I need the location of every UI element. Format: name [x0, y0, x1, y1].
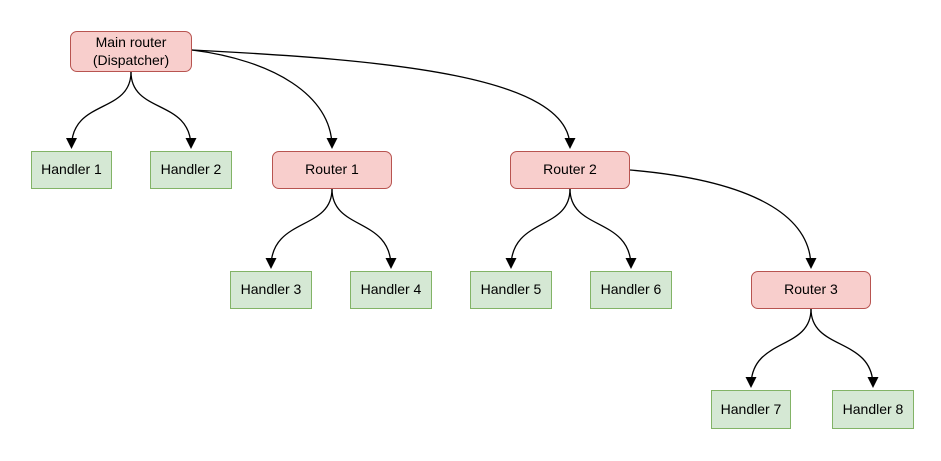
edge-router-2-handler-6 — [569, 188, 637, 269]
edge-main-router-router-1 — [191, 49, 338, 149]
node-handler-3: Handler 3 — [230, 271, 312, 309]
edge-main-router-router-2 — [191, 49, 576, 149]
node-handler-2: Handler 2 — [150, 151, 232, 189]
node-handler-8: Handler 8 — [832, 390, 914, 429]
node-handler-6: Handler 6 — [590, 271, 672, 309]
node-router-2: Router 2 — [510, 151, 630, 189]
node-handler-5: Handler 5 — [470, 271, 552, 309]
node-router-1: Router 1 — [272, 151, 392, 189]
edge-main-router-handler-1 — [66, 71, 132, 149]
edge-router-3-handler-8 — [810, 308, 879, 388]
node-handler-1: Handler 1 — [31, 151, 112, 189]
edge-router-1-handler-3 — [265, 188, 333, 269]
edge-router-2-handler-5 — [505, 188, 571, 269]
node-handler-7: Handler 7 — [711, 390, 791, 429]
node-main-router: Main router (Dispatcher) — [70, 31, 192, 72]
edge-router-3-handler-7 — [745, 308, 812, 388]
node-router-3: Router 3 — [751, 271, 871, 309]
edge-router-2-router-3 — [629, 169, 817, 269]
edge-router-1-handler-4 — [331, 188, 397, 269]
node-handler-4: Handler 4 — [350, 271, 432, 309]
edge-main-router-handler-2 — [130, 71, 197, 149]
